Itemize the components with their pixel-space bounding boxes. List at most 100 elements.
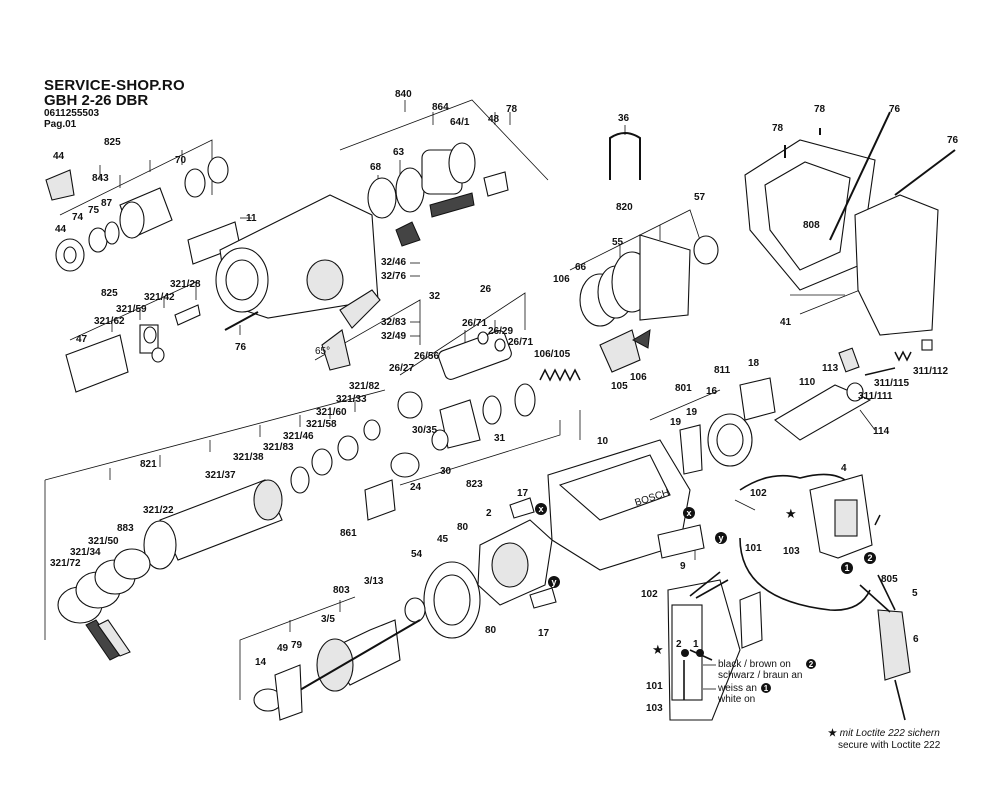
marker-x-1 <box>535 503 547 515</box>
label-825b: 825 <box>101 288 118 299</box>
label-821: 821 <box>140 459 157 470</box>
wiring-black-brown-de: schwarz / braun an <box>718 670 803 681</box>
side-handle-part <box>774 384 872 441</box>
marker-y-1 <box>715 532 727 544</box>
label-321-50: 321/50 <box>88 536 119 547</box>
label-44b: 44 <box>55 224 67 235</box>
label-19a: 19 <box>686 407 698 418</box>
label-321-33: 321/33 <box>336 394 367 405</box>
label-47: 47 <box>76 334 88 345</box>
label-26-27: 26/27 <box>389 363 414 374</box>
label-26-56: 26/56 <box>414 351 439 362</box>
label-14: 14 <box>255 657 267 668</box>
label-17b: 17 <box>538 628 550 639</box>
label-106b: 106 <box>630 372 647 383</box>
wiring-white-de: weiss an <box>717 683 757 694</box>
svg-text:y: y <box>551 577 556 587</box>
label-103a: 103 <box>783 546 800 557</box>
label-321-38: 321/38 <box>233 452 264 463</box>
label-68: 68 <box>370 162 382 173</box>
label-2: 2 <box>486 508 492 519</box>
label-321-83: 321/83 <box>263 442 294 453</box>
label-805: 805 <box>881 574 898 585</box>
label-80b: 80 <box>485 625 497 636</box>
label-76b: 76 <box>947 135 959 146</box>
label-74: 74 <box>72 212 84 223</box>
marker-x-2 <box>683 507 695 519</box>
svg-text:y: y <box>718 533 723 543</box>
label-843: 843 <box>92 173 109 184</box>
label-79: 79 <box>291 640 303 651</box>
tool-model: GBH 2-26 DBR <box>44 92 149 109</box>
label-6: 6 <box>913 634 919 645</box>
label-78c: 78 <box>772 123 784 134</box>
label-26-71b: 26/71 <box>508 337 533 348</box>
label-861: 861 <box>340 528 357 539</box>
label-30: 30 <box>440 466 452 477</box>
label-321-59: 321/59 <box>116 304 147 315</box>
cord-sleeve-part <box>877 609 911 681</box>
label-820: 820 <box>616 202 633 213</box>
label-54: 54 <box>411 549 423 560</box>
label-11: 11 <box>246 213 257 224</box>
label-823: 823 <box>466 479 483 490</box>
loctite-footnote: ★ mit Loctite 222 sichern secure with Lo… <box>828 728 940 751</box>
label-2b: 2 <box>676 639 682 650</box>
label-321-28: 321/28 <box>170 279 201 290</box>
label-57: 57 <box>694 192 706 203</box>
bearing-flange-part <box>639 234 691 321</box>
svg-text:x: x <box>538 504 543 514</box>
label-102b: 102 <box>641 589 658 600</box>
label-102a: 102 <box>750 488 767 499</box>
label-19b: 19 <box>670 417 682 428</box>
label-45: 45 <box>437 534 449 545</box>
label-811: 811 <box>714 365 731 376</box>
label-321-37: 321/37 <box>205 470 236 481</box>
label-1b: 1 <box>693 639 699 650</box>
label-3-5: 3/5 <box>321 614 335 625</box>
label-66: 66 <box>575 262 587 273</box>
label-36: 36 <box>618 113 630 124</box>
wiring-white-en: white on <box>717 694 755 705</box>
label-70: 70 <box>175 155 187 166</box>
marker-2 <box>864 552 876 564</box>
label-825a: 825 <box>104 137 121 148</box>
label-321-62: 321/62 <box>94 316 125 327</box>
page-number: Pag.01 <box>44 119 77 130</box>
selector-knob-part <box>306 259 344 301</box>
loctite-star-1: ★ <box>652 643 664 658</box>
label-311-111: 311/111 <box>858 391 893 402</box>
part-shapes <box>45 111 956 721</box>
label-31: 31 <box>494 433 506 444</box>
label-114: 114 <box>873 426 890 437</box>
label-106-105: 106/105 <box>534 349 571 360</box>
label-78b: 78 <box>814 104 826 115</box>
label-840: 840 <box>395 89 412 100</box>
label-10: 10 <box>597 436 609 447</box>
label-44a: 44 <box>53 151 65 162</box>
label-321-82: 321/82 <box>349 381 380 392</box>
label-113: 113 <box>822 363 839 374</box>
label-32-83: 32/83 <box>381 317 406 328</box>
label-87: 87 <box>101 198 113 209</box>
part-number: 0611255503 <box>44 108 100 119</box>
label-9: 9 <box>680 561 686 572</box>
label-101b: 101 <box>646 681 663 692</box>
marker-1 <box>841 562 853 574</box>
footnote-line-en: secure with Loctite 222 <box>838 739 941 751</box>
label-30-35: 30/35 <box>412 425 437 436</box>
label-803: 803 <box>333 585 350 596</box>
label-76c: 76 <box>235 342 247 353</box>
label-80a: 80 <box>457 522 469 533</box>
label-78a: 78 <box>506 104 518 115</box>
label-18: 18 <box>748 358 760 369</box>
label-48: 48 <box>488 114 500 125</box>
label-101a: 101 <box>745 543 762 554</box>
label-321-22: 321/22 <box>143 505 174 516</box>
label-321-60: 321/60 <box>316 407 347 418</box>
label-32-76: 32/76 <box>381 271 406 282</box>
wiring-black-brown-en: black / brown on <box>718 659 791 670</box>
footnote-line-de: ★ mit Loctite 222 sichern <box>828 728 940 739</box>
